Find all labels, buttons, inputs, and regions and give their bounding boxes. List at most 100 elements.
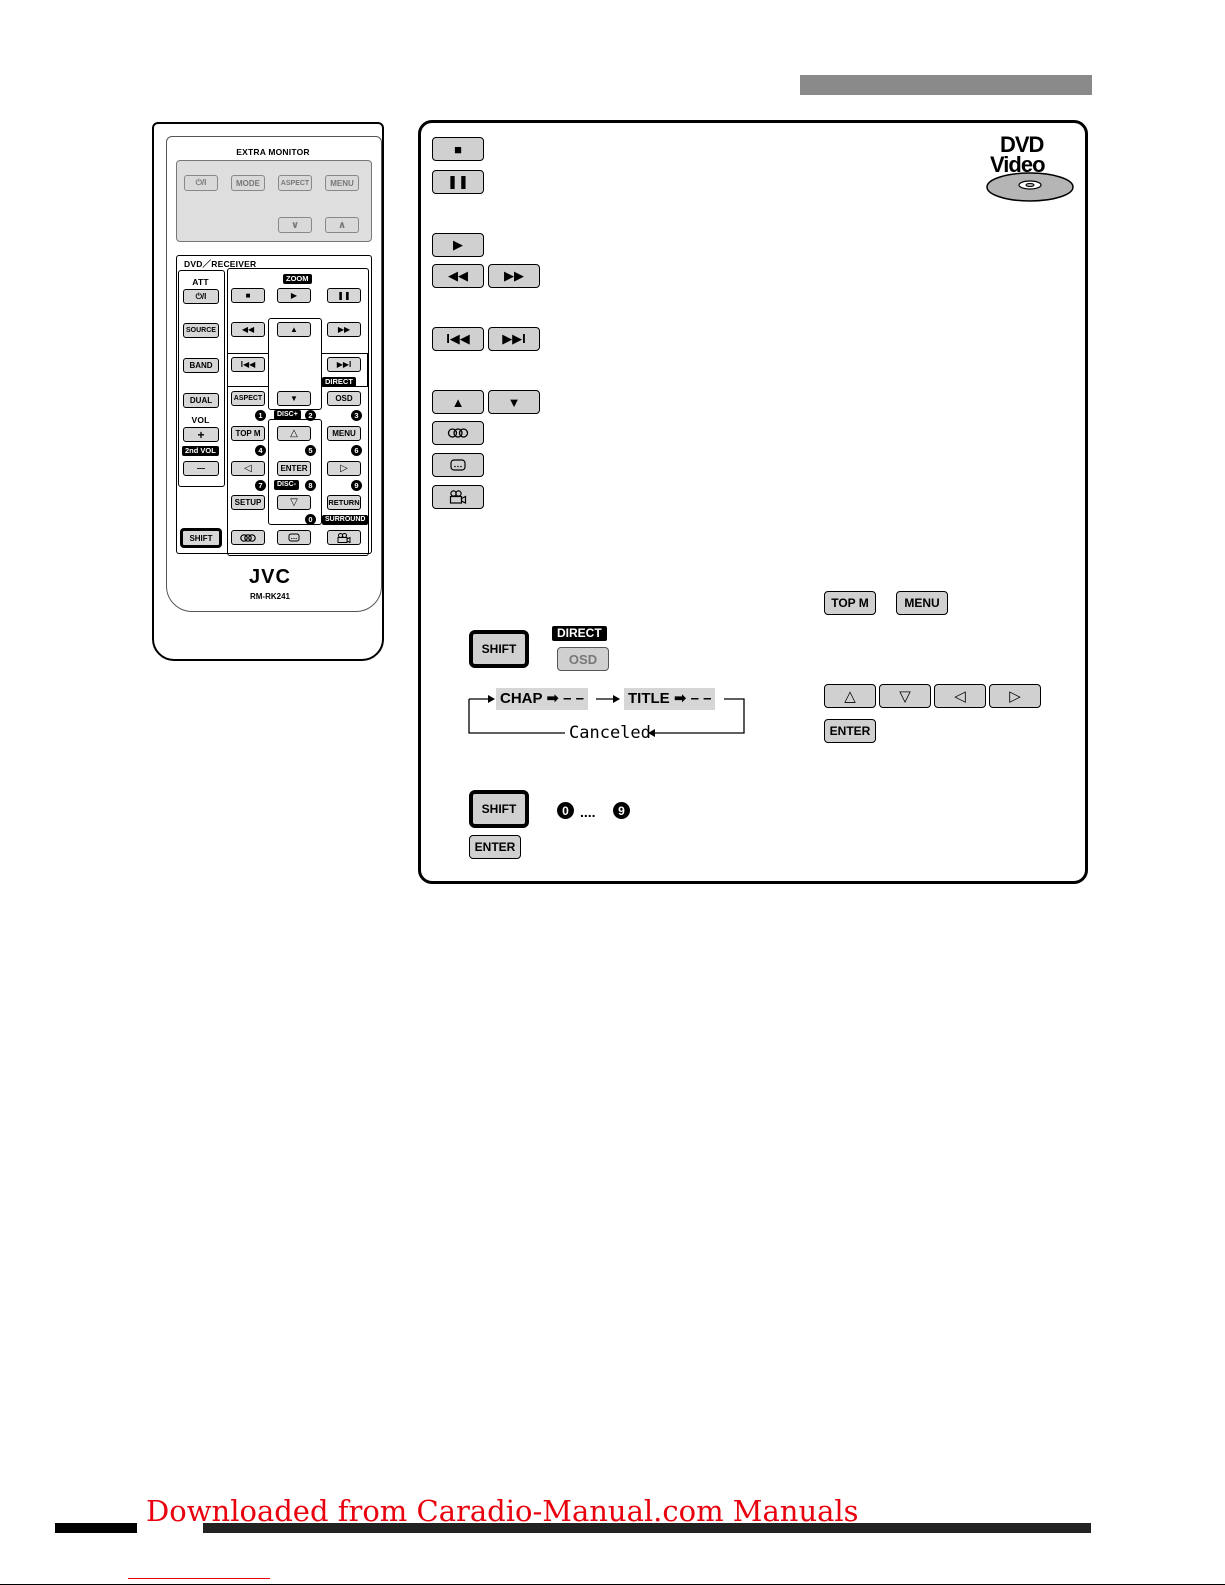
number-0-icon: 0 (557, 802, 574, 819)
sequence-title: TITLE ➡ – – (624, 688, 716, 710)
subtitle-icon (450, 458, 466, 471)
next-button[interactable]: ▶▶I (327, 357, 361, 372)
subtitle-icon (288, 533, 300, 541)
shift-key-icon: SHIFT (469, 630, 529, 668)
angle-key-icon (432, 485, 484, 509)
cursor-right-button[interactable]: ▷ (327, 461, 361, 476)
audio-button[interactable] (231, 530, 265, 545)
extra-aspect-button[interactable]: ASPECT (278, 175, 312, 191)
audio-icon (240, 533, 256, 542)
link-underline (128, 1578, 270, 1579)
cursor-right-key-icon: ▷ (989, 684, 1041, 708)
osd-key-icon: OSD (557, 647, 609, 671)
enter-key-icon: ENTER (469, 835, 521, 859)
number-1-badge: 1 (255, 410, 266, 421)
source-button[interactable]: SOURCE (183, 323, 219, 338)
up-key-icon: ▲ (432, 390, 484, 414)
number-9-badge: 9 (351, 480, 362, 491)
number-3-badge: 3 (351, 410, 362, 421)
vol-minus-button[interactable]: — (183, 461, 219, 476)
model-number: RM-RK241 (249, 592, 290, 601)
fast-forward-key-icon: ▶▶ (488, 264, 540, 288)
top-menu-key-icon: TOP M (824, 591, 876, 615)
number-9-icon: 9 (613, 802, 630, 819)
top-menu-button[interactable]: TOP M (231, 426, 265, 441)
pause-key-icon: ❚❚ (432, 170, 484, 194)
number-4-badge: 4 (255, 445, 266, 456)
dvd-receiver-label: DVD／RECEIVER (180, 258, 269, 270)
number-8-badge: 8 (305, 480, 316, 491)
shift-key-icon-2: SHIFT (469, 790, 529, 828)
shift-button[interactable]: SHIFT (180, 528, 222, 548)
footer-bar-right (203, 1523, 1091, 1533)
cursor-down-button[interactable]: ▽ (277, 495, 311, 510)
section-header-bar (800, 75, 1092, 95)
dual-button[interactable]: DUAL (183, 393, 219, 408)
extra-menu-button[interactable]: MENU (325, 175, 359, 191)
down-key-icon: ▼ (488, 390, 540, 414)
up-button[interactable]: ▲ (277, 322, 311, 337)
previous-button[interactable]: I◀◀ (231, 357, 265, 372)
camera-angle-icon (337, 532, 351, 543)
angle-button[interactable] (327, 530, 361, 545)
extra-up-button[interactable]: ∧ (325, 217, 359, 233)
play-button[interactable]: ▶ (277, 288, 311, 303)
pause-button[interactable]: ❚❚ (327, 288, 361, 303)
down-button[interactable]: ▼ (277, 391, 311, 406)
second-vol-label: 2nd VOL (182, 446, 219, 456)
footer-bar-left (55, 1523, 137, 1533)
camera-angle-icon (449, 490, 467, 504)
subtitle-key-icon (432, 453, 484, 477)
att-label: ATT (192, 277, 209, 287)
jvc-brand-logo: JVC (249, 566, 291, 588)
extra-down-button[interactable]: ∨ (278, 217, 312, 233)
cursor-up-button[interactable]: △ (277, 426, 311, 441)
search-sequence-diagram (468, 695, 745, 737)
vol-label: VOL (191, 415, 210, 425)
direct-label: DIRECT (322, 377, 356, 387)
enter-button[interactable]: ENTER (277, 461, 311, 476)
extra-monitor-panel: ⏻/I MODE ASPECT MENU ∨ ∧ (176, 160, 372, 242)
sequence-chapter: CHAP ➡ – – (496, 688, 588, 710)
next-key-icon: ▶▶I (488, 327, 540, 351)
enter-key-icon-2: ENTER (824, 719, 876, 743)
disc-minus-label: DISC- (274, 480, 300, 490)
cursor-left-button[interactable]: ◁ (231, 461, 265, 476)
number-range-dots: .... (580, 804, 596, 820)
aspect-button[interactable]: ASPECT (231, 391, 265, 406)
logo-dvd-text: DVD (1000, 132, 1044, 157)
play-key-icon: ▶ (432, 233, 484, 257)
menu-button[interactable]: MENU (327, 426, 361, 441)
return-button[interactable]: RETURN (327, 495, 361, 510)
band-button[interactable]: BAND (183, 358, 219, 373)
stop-button[interactable]: ■ (231, 288, 265, 303)
number-5-badge: 5 (305, 445, 316, 456)
transport-area (227, 268, 369, 556)
vol-plus-button[interactable]: + (183, 427, 219, 442)
download-source-link[interactable]: Downloaded from Caradio-Manual.com Manua… (146, 1494, 859, 1528)
extra-mode-button[interactable]: MODE (231, 175, 265, 191)
number-0-badge: 0 (305, 514, 316, 525)
audio-icon (447, 428, 469, 438)
cursor-left-key-icon: ◁ (934, 684, 986, 708)
osd-button[interactable]: OSD (327, 391, 361, 406)
dvd-receiver-panel (176, 255, 372, 554)
stop-key-icon: ■ (432, 137, 484, 161)
cursor-up-key-icon: △ (824, 684, 876, 708)
rewind-key-icon: ◀◀ (432, 264, 484, 288)
rewind-button[interactable]: ◀◀ (231, 322, 265, 337)
power-button[interactable]: ⏻/I (183, 289, 219, 304)
number-6-badge: 6 (351, 445, 362, 456)
previous-key-icon: I◀◀ (432, 327, 484, 351)
audio-key-icon (432, 421, 484, 445)
surround-label: SURROUND (322, 515, 369, 525)
setup-button[interactable]: SETUP (231, 495, 265, 510)
menu-key-icon: MENU (896, 591, 948, 615)
subtitle-button[interactable] (277, 530, 311, 545)
dvd-operations-panel (418, 120, 1088, 884)
extra-power-button[interactable]: ⏻/I (184, 175, 218, 191)
zoom-label: ZOOM (283, 274, 312, 284)
left-button-column (178, 270, 225, 487)
fast-forward-button[interactable]: ▶▶ (327, 322, 361, 337)
dvd-video-logo: DVD Video (984, 134, 1074, 210)
